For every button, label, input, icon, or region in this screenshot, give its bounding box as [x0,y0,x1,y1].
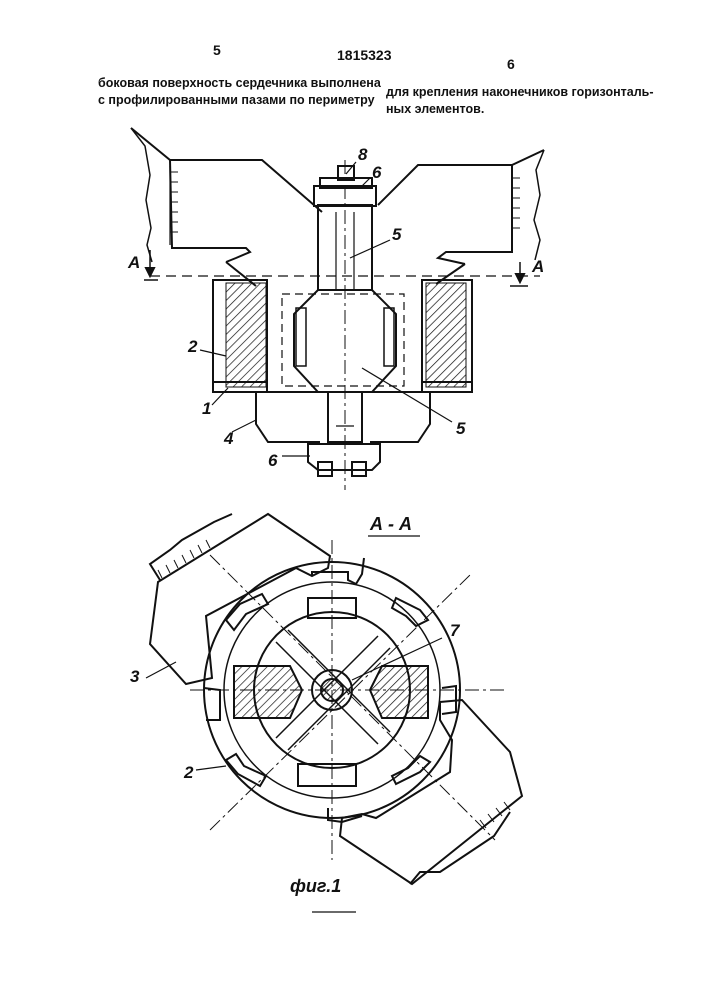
section-view [146,514,522,884]
figure-caption: фиг.1 [290,876,341,896]
label-a-right: A [531,257,544,276]
label-4: 4 [223,429,234,448]
front-view [131,128,544,490]
label-7: 7 [450,621,461,640]
label-5-top: 5 [392,225,402,244]
label-a-left: A [127,253,140,272]
label-1: 1 [202,399,211,418]
left-horizontal-element [131,128,322,286]
label-8: 8 [358,145,368,164]
section-title: А - А [369,514,412,534]
label-5-bottom: 5 [456,419,466,438]
label-2-front: 2 [187,337,198,356]
label-6-bottom: 6 [268,451,278,470]
label-3: 3 [130,667,140,686]
label-2-section: 2 [183,763,194,782]
right-horizontal-element [378,150,544,284]
label-6-top: 6 [372,163,382,182]
